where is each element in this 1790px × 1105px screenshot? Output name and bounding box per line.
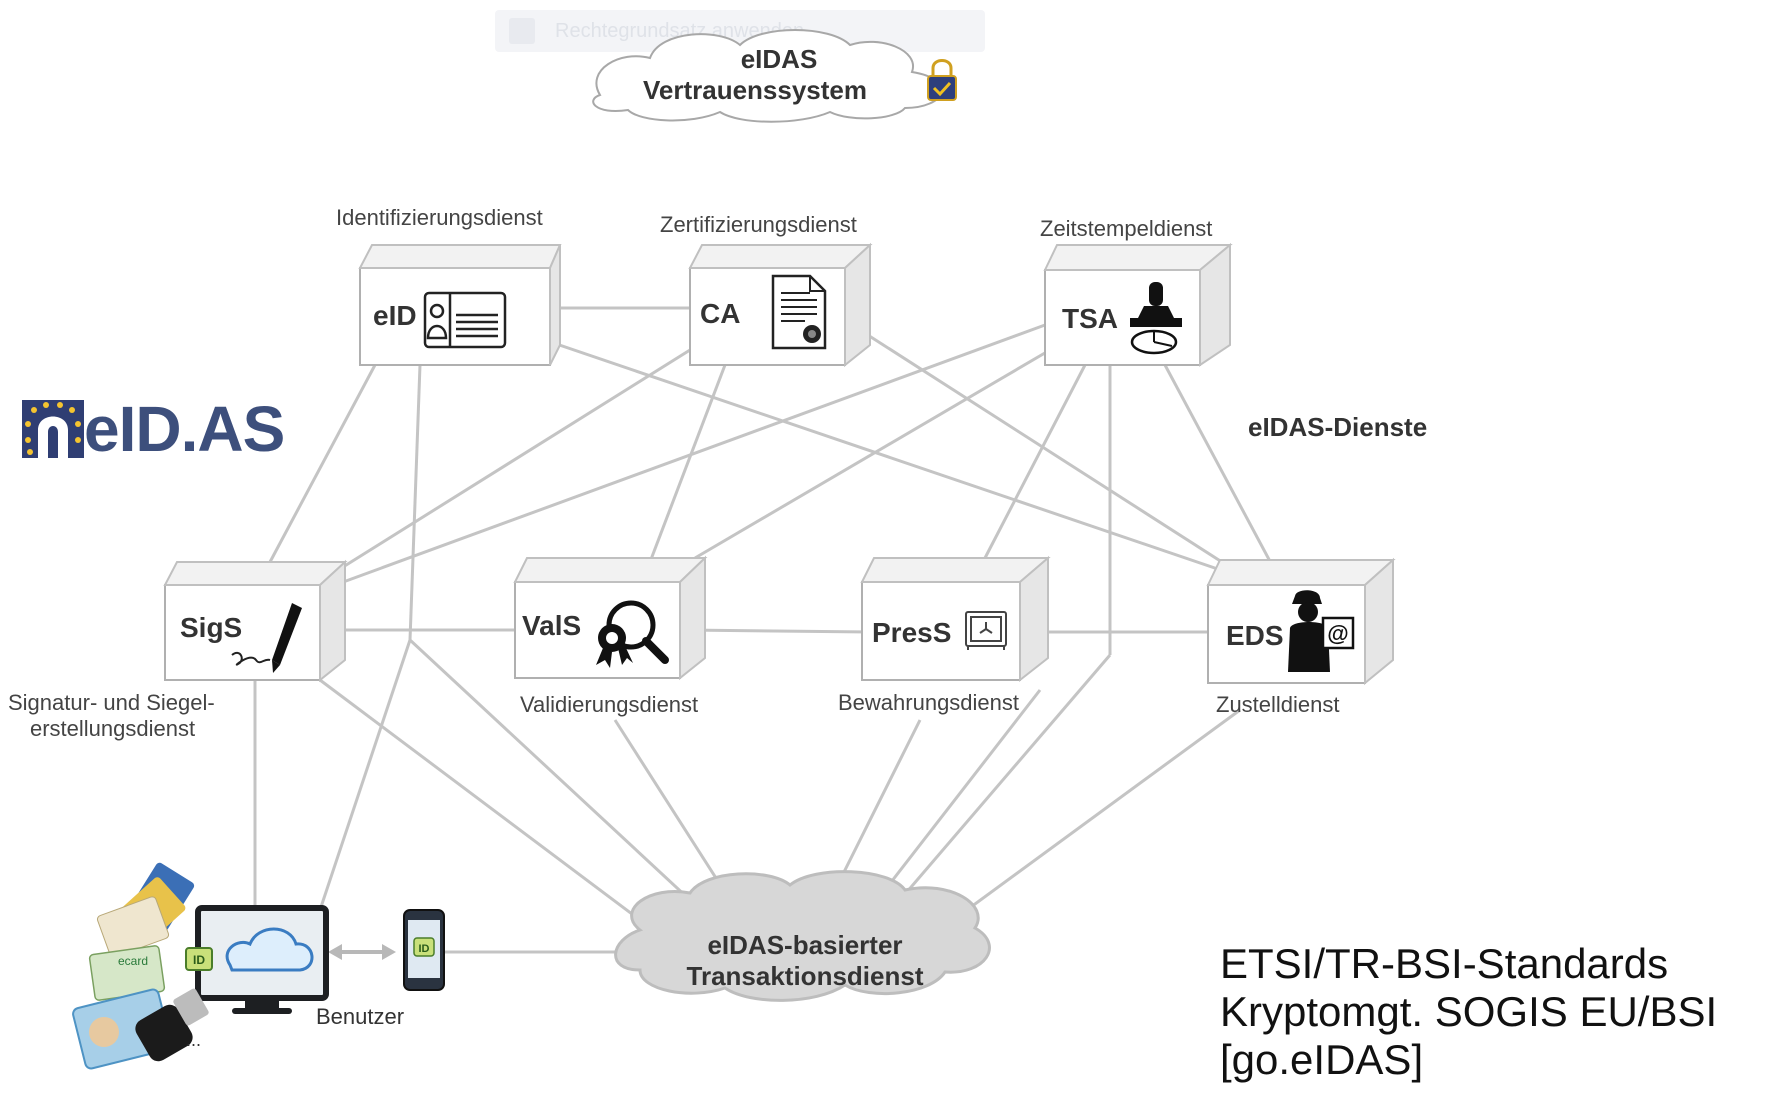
courier-email-icon: @ [1288,590,1355,672]
id-cards-stack-icon: ecard ... [72,862,209,1070]
double-arrow-icon [328,944,396,960]
svg-text:ecard: ecard [118,954,148,968]
certificate-icon [771,274,827,350]
label-press: PresS [872,617,952,648]
brand-text: eID.AS [84,393,285,465]
user-label: Benutzer [316,1004,405,1029]
eidas-services-label: eIDAS-Dienste [1248,412,1428,442]
svg-text:ID: ID [419,943,430,955]
box-press [860,555,1051,683]
stamp-icon [1130,282,1182,355]
label-sigs: SigS [180,612,243,643]
svg-text:ID: ID [193,953,205,967]
connection-lines [253,306,1282,954]
standards-note: ETSI/TR-BSI-Standards Kryptomgt. SOGIS E… [1220,940,1717,1084]
smartphone-icon: ID [403,909,445,991]
faint-toolbar-icon [509,18,535,44]
pen-icon [231,603,302,673]
monitor-cloud-icon: ID [185,905,329,1014]
caption-signature-line2: erstellungsdienst [30,716,196,741]
caption-identification: Identifizierungsdienst [336,205,543,230]
caption-preservation: Bewahrungsdienst [838,690,1020,715]
standards-line3: [go.eIDAS] [1220,1035,1424,1083]
trust-system-title: eIDAS Vertrauenssystem [620,44,920,106]
eu-stars-icon [22,400,84,458]
transaction-service-title: eIDAS-basierter Transaktionsdienst [640,930,970,992]
caption-timestamp: Zeitstempeldienst [1040,216,1213,241]
magnifier-seal-icon [596,600,669,668]
transaction-cloud [614,870,991,1002]
standards-line2: Kryptomgt. SOGIS EU/BSI [1220,987,1718,1035]
faint-toolbar-text: Rechtegrundsatz anwenden [555,20,805,42]
caption-certification: Zertifizierungsdienst [660,212,857,237]
label-eid: eID [373,300,417,331]
svg-text:...: ... [186,1030,201,1050]
caption-validation: Validierungsdienst [520,692,699,717]
trust-system-line2: Vertrauenssystem [642,75,868,106]
eidas-brand-logo: eID.AS [20,392,310,482]
caption-delivery: Zustelldienst [1216,692,1340,717]
padlock-icon [927,59,957,101]
standards-line1: ETSI/TR-BSI-Standards [1220,940,1669,987]
transaction-line1: eIDAS-basierter [707,930,903,960]
label-tsa: TSA [1062,303,1118,334]
id-card-icon [423,291,507,349]
safe-icon [965,611,1007,650]
svg-text:@: @ [1327,621,1348,646]
caption-signature-line1: Signatur- und Siegel- [8,690,215,715]
label-eds: EDS [1226,620,1284,651]
transaction-line2: Transaktionsdienst [686,961,924,992]
label-ca: CA [700,298,741,329]
trust-system-line1: eIDAS [740,44,818,74]
label-vals: ValS [522,610,582,641]
